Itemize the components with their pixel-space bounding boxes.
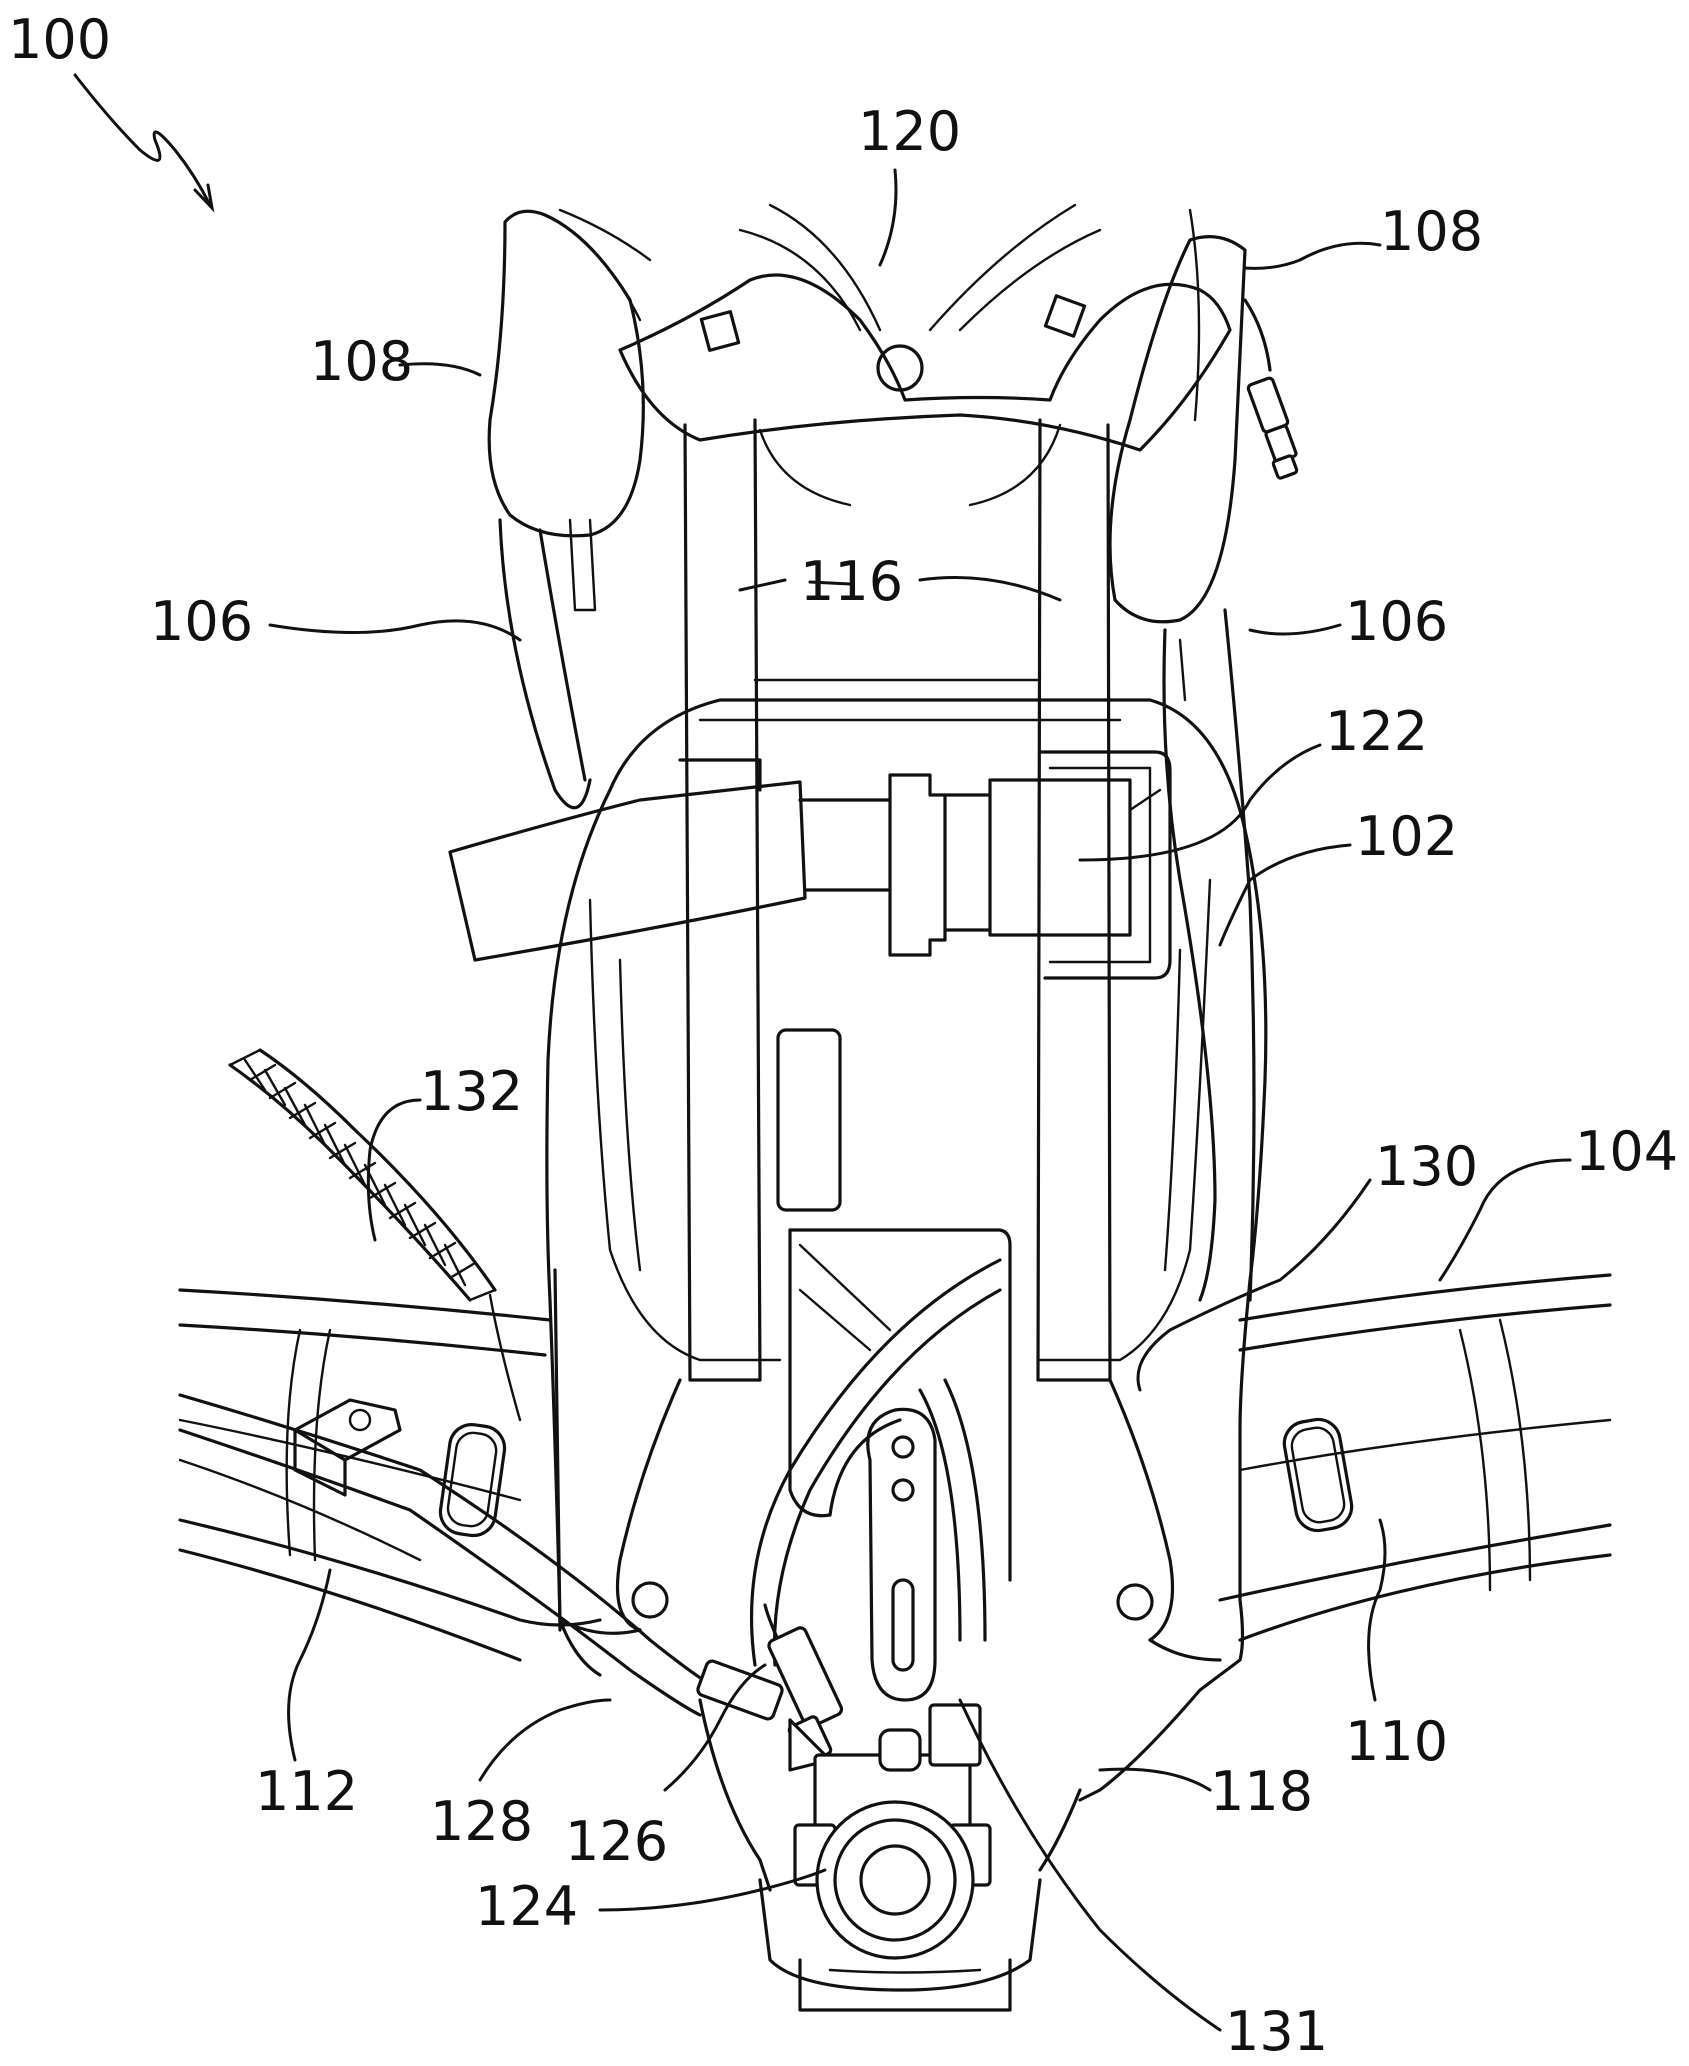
label-100: 100 bbox=[8, 8, 111, 71]
label-112: 112 bbox=[255, 1760, 358, 1823]
chest-belt bbox=[450, 752, 1170, 978]
label-126: 126 bbox=[565, 1810, 668, 1873]
label-132: 132 bbox=[420, 1060, 523, 1123]
label-128: 128 bbox=[430, 1790, 533, 1853]
ref-100-arrow bbox=[75, 75, 212, 208]
label-106-left: 106 bbox=[150, 590, 253, 653]
right-hip-belt bbox=[1220, 1275, 1610, 1640]
label-102: 102 bbox=[1355, 805, 1458, 868]
right-hose-fitting bbox=[1245, 300, 1297, 479]
label-118: 118 bbox=[1210, 1760, 1313, 1823]
label-106-right: 106 bbox=[1345, 590, 1448, 653]
label-130: 130 bbox=[1375, 1135, 1478, 1198]
label-131: 131 bbox=[1225, 2000, 1328, 2063]
label-108-left: 108 bbox=[310, 330, 413, 393]
label-120: 120 bbox=[858, 100, 961, 163]
shoulder-yoke bbox=[560, 205, 1230, 505]
left-shoulder-pad bbox=[489, 211, 643, 536]
valve-bracket bbox=[830, 1409, 935, 1700]
left-shoulder-strap bbox=[500, 520, 595, 808]
label-122: 122 bbox=[1325, 700, 1428, 763]
label-116: 116 bbox=[800, 550, 903, 613]
label-108-right: 108 bbox=[1380, 200, 1483, 263]
right-shoulder-pad bbox=[1110, 210, 1245, 622]
label-124: 124 bbox=[475, 1875, 578, 1938]
label-104: 104 bbox=[1575, 1120, 1678, 1183]
label-110: 110 bbox=[1345, 1710, 1448, 1773]
hose-128 bbox=[180, 1395, 784, 1721]
center-panel bbox=[778, 1030, 840, 1210]
